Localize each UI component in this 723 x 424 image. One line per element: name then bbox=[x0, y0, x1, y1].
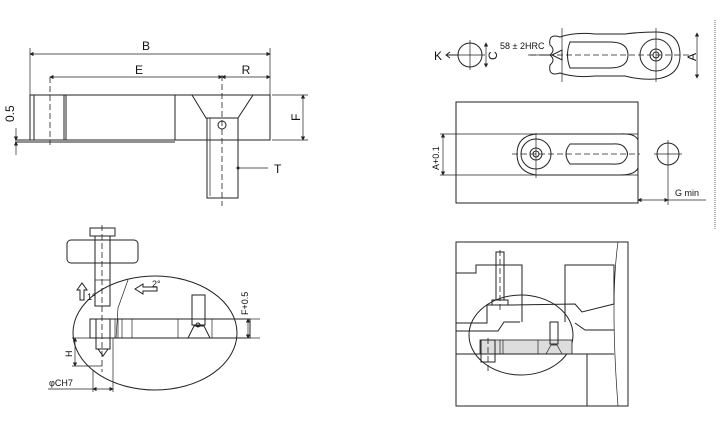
detail-ellipse bbox=[72, 275, 238, 391]
dim-a-tol-label: A+0.1 bbox=[431, 146, 441, 170]
fixture-plate bbox=[455, 101, 639, 204]
knob bbox=[66, 239, 139, 264]
arrow-left-icon bbox=[134, 283, 158, 295]
dim-b-label: B bbox=[142, 39, 150, 53]
dim-f-tol-label: F+0.5 bbox=[240, 292, 250, 315]
view-k-label: K bbox=[434, 49, 442, 63]
hardness-label: 58 ± 2HRC bbox=[500, 41, 545, 51]
assembly-detail-ellipse bbox=[468, 294, 574, 376]
dim-offset-label: 0.5 bbox=[3, 105, 17, 122]
assembly-view bbox=[455, 241, 629, 407]
countersunk-screw bbox=[191, 94, 254, 119]
slot-view: A+0.1 G min bbox=[431, 20, 716, 230]
dim-ch7-label: φCH7 bbox=[49, 378, 73, 388]
dim-a-label: A bbox=[685, 53, 699, 61]
clamp-plate bbox=[89, 318, 251, 339]
dim-c-label: C bbox=[486, 51, 500, 60]
dim-g-label: G min bbox=[675, 188, 699, 198]
bolt bbox=[94, 235, 111, 307]
top-view: K C 58 ± 2HRC A bbox=[434, 28, 700, 82]
side-view: B E R 0.5 F T bbox=[3, 39, 308, 206]
clamp-lever-outline bbox=[549, 31, 681, 80]
slot-lever bbox=[516, 133, 639, 176]
dim-e-label: E bbox=[135, 63, 143, 77]
dim-f-label: F bbox=[289, 114, 303, 121]
dim-h-label: H bbox=[64, 351, 74, 358]
step-2-label: 2° bbox=[152, 279, 161, 289]
label-t: T bbox=[274, 162, 282, 176]
dim-r-label: R bbox=[242, 63, 251, 77]
arrow-up-icon bbox=[76, 282, 88, 301]
install-view: 1° 2° F+0.5 H φCH7 bbox=[48, 225, 260, 392]
